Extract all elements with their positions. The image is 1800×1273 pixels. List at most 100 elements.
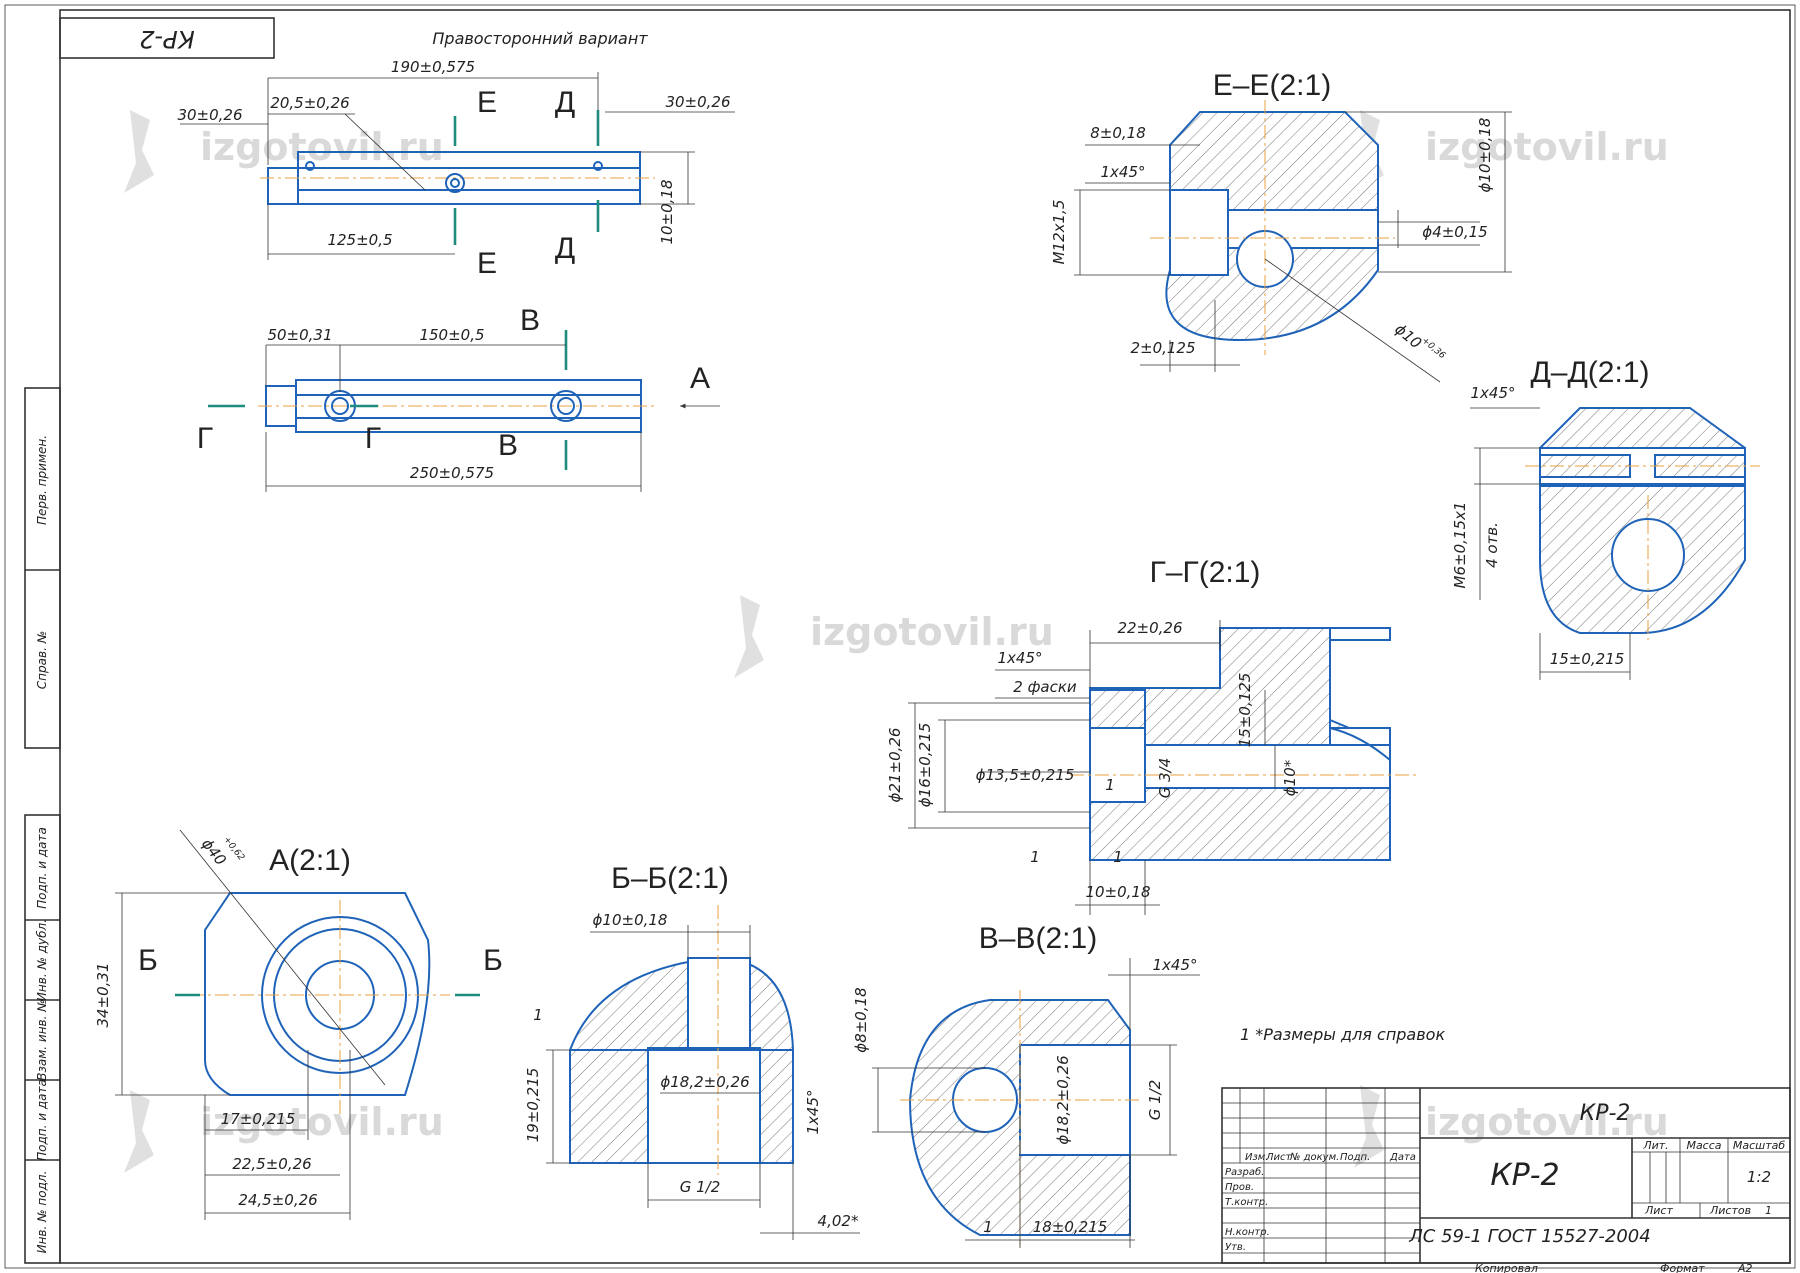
front-view: 50±0,31 150±0,5 250±0,575 В В Г Г А xyxy=(197,304,720,492)
dim-G3-4: G 3/4 xyxy=(1156,758,1174,799)
strip-vzam-inv: Взам. инв. № xyxy=(35,999,49,1080)
strip-inv-dubl: Инв. № дубл. xyxy=(35,919,49,1001)
tb-masshtab: Масштаб xyxy=(1733,1139,1785,1152)
dim-4-02: 4,02* xyxy=(818,1212,859,1230)
dim-M12: M12x1,5 xyxy=(1050,200,1068,265)
watermark-text-2: izgotovil.ru xyxy=(1425,125,1669,169)
dim-150: 150±0,5 xyxy=(419,326,484,344)
dim-24-5: 24,5±0,26 xyxy=(238,1191,317,1209)
section-G-G-title: Г–Г(2:1) xyxy=(1150,556,1261,589)
tb-row-razrab: Разраб. xyxy=(1225,1166,1264,1178)
dim-d18-BB: ϕ18,2±0,26 xyxy=(660,1073,749,1091)
dim-4-holes: 4 отв. xyxy=(1483,522,1501,568)
strip-podp-data-1: Подп. и дата xyxy=(35,827,49,909)
dim-8: 8±0,18 xyxy=(1090,124,1146,142)
tb-col-data: Дата xyxy=(1389,1152,1416,1163)
letter-V-bottom: В xyxy=(498,429,518,462)
dim-1-BB: 1 xyxy=(533,1006,543,1024)
dim-G1-2-VV: G 1/2 xyxy=(1146,1080,1164,1121)
watermark-text-1: izgotovil.ru xyxy=(200,125,444,169)
watermark-logo-icon xyxy=(734,595,764,678)
dim-1x45-GG: 1x45° xyxy=(997,649,1042,667)
tb-row-tkontr: Т.контр. xyxy=(1225,1197,1268,1208)
tb-row-nkontr: Н.контр. xyxy=(1225,1227,1270,1238)
dim-d18-VV: ϕ18,2±0,26 xyxy=(1054,1055,1072,1144)
dim-50: 50±0,31 xyxy=(267,326,332,344)
strip-perv-primen: Перв. примен. xyxy=(35,435,49,525)
tb-scale-value: 1:2 xyxy=(1747,1168,1771,1186)
dim-1x45-DD: 1x45° xyxy=(1470,384,1515,402)
dim-22-5: 22,5±0,26 xyxy=(232,1155,311,1173)
variant-note: Правосторонний вариант xyxy=(432,29,648,48)
dim-17: 17±0,215 xyxy=(221,1110,296,1128)
dim-10-GG: 10±0,18 xyxy=(1085,883,1150,901)
letter-B-right: Б xyxy=(483,944,503,977)
view-A: А(2:1) ϕ40 +0,62 34±0,31 17±0,215 22,5±0… xyxy=(94,829,503,1220)
tb-material: ЛС 59-1 ГОСТ 15527-2004 xyxy=(1408,1226,1650,1247)
strip-inv-podl: Инв. № подл. xyxy=(35,1171,49,1254)
dim-125: 125±0,5 xyxy=(327,231,392,249)
tb-col-izm: Изм. xyxy=(1245,1152,1269,1163)
dim-d10-star: ϕ10* xyxy=(1281,759,1299,796)
sheet-border xyxy=(4,4,1796,1269)
dim-1-VV: 1 xyxy=(983,1218,993,1236)
letter-E-bottom: Е xyxy=(477,247,497,280)
dim-d8: ϕ8±0,18 xyxy=(852,987,870,1052)
tb-col-podp: Подп. xyxy=(1340,1152,1370,1163)
section-V-V-title: В–В(2:1) xyxy=(979,922,1097,955)
letter-D-bottom: Д xyxy=(555,232,575,265)
tb-format: Формат xyxy=(1660,1262,1705,1273)
watermark-text-5: izgotovil.ru xyxy=(1425,1100,1669,1144)
dim-30-left: 30±0,26 xyxy=(177,106,242,124)
watermarks: izgotovil.ru izgotovil.ru izgotovil.ru i… xyxy=(124,110,1669,1173)
dim-1-c: 1 xyxy=(1113,848,1123,866)
section-V-V: В–В(2:1) 1x45° ϕ8±0,18 ϕ18,2±0,26 G 1/2 … xyxy=(852,922,1200,1248)
tb-lit: Лит. xyxy=(1642,1139,1668,1152)
letter-G-right: Г xyxy=(365,422,381,455)
dim-190: 190±0,575 xyxy=(391,58,475,76)
tb-copied: Копировал xyxy=(1475,1262,1538,1273)
letter-V-top: В xyxy=(520,304,540,337)
tb-sheet: Лист xyxy=(1644,1204,1673,1217)
dim-d4: ϕ4±0,15 xyxy=(1422,223,1487,241)
dim-1x45-VV: 1x45° xyxy=(1152,956,1197,974)
dim-30-right: 30±0,26 xyxy=(665,93,730,111)
dim-15-125: 15±0,125 xyxy=(1236,673,1254,748)
section-D-D: Д–Д(2:1) 1x45° M6±0,15x1 4 отв. 15±0,215 xyxy=(1451,356,1760,680)
strip-sprav-no: Справ. № xyxy=(35,631,49,689)
tb-sheets: Листов xyxy=(1709,1204,1751,1217)
dim-2: 2±0,125 xyxy=(1130,339,1195,357)
dim-2-faski: 2 фаски xyxy=(1013,678,1077,696)
tol-sup-EE: +0,36 xyxy=(1420,336,1448,362)
side-strip: Перв. примен. Справ. № Подп. и дата Инв.… xyxy=(24,387,61,1264)
dim-20-5: 20,5±0,26 xyxy=(270,94,349,112)
dim-d10-BB: ϕ10±0,18 xyxy=(593,911,668,929)
watermark-text-3: izgotovil.ru xyxy=(810,610,1054,654)
top-view: 190±0,575 20,5±0,26 30±0,26 30±0,26 125±… xyxy=(177,58,735,280)
tb-col-doc: № докум. xyxy=(1289,1152,1339,1163)
strip-podp-data-2: Подп. и дата xyxy=(35,1079,49,1161)
dim-250: 250±0,575 xyxy=(410,464,494,482)
dim-18-VV: 18±0,215 xyxy=(1033,1218,1108,1236)
section-E-E-title: Е–Е(2:1) xyxy=(1213,69,1331,102)
view-A-title: А(2:1) xyxy=(269,844,351,877)
tb-row-prov: Пров. xyxy=(1225,1182,1254,1193)
section-G-G: Г–Г(2:1) 22±0,26 1x45° 2 фаски ϕ21±0,26 … xyxy=(886,556,1420,915)
doc-code-box xyxy=(59,17,275,59)
watermark-logo-icon xyxy=(124,110,154,193)
tb-sheets-value: 1 xyxy=(1765,1204,1772,1217)
title-block: Изм. Лист № докум. Подп. Дата Разраб. Пр… xyxy=(1221,1087,1791,1273)
watermark-logo-icon xyxy=(124,1090,154,1173)
dim-1x45-EE: 1x45° xyxy=(1100,163,1145,181)
watermark-text-4: izgotovil.ru xyxy=(200,1100,444,1144)
dim-22: 22±0,26 xyxy=(1117,619,1182,637)
tb-row-utv: Утв. xyxy=(1225,1242,1246,1253)
dim-1x45-BB: 1x45° xyxy=(804,1089,822,1134)
tb-code-top: КР-2 xyxy=(1580,1101,1631,1126)
letter-B-left: Б xyxy=(138,944,158,977)
dim-1-b: 1 xyxy=(1030,848,1040,866)
letter-E-top: Е xyxy=(477,86,497,119)
section-B-B: Б–Б(2:1) ϕ10±0,18 1 19±0,215 ϕ18,2±0,26 … xyxy=(524,862,860,1240)
tb-massa: Масса xyxy=(1686,1139,1721,1152)
